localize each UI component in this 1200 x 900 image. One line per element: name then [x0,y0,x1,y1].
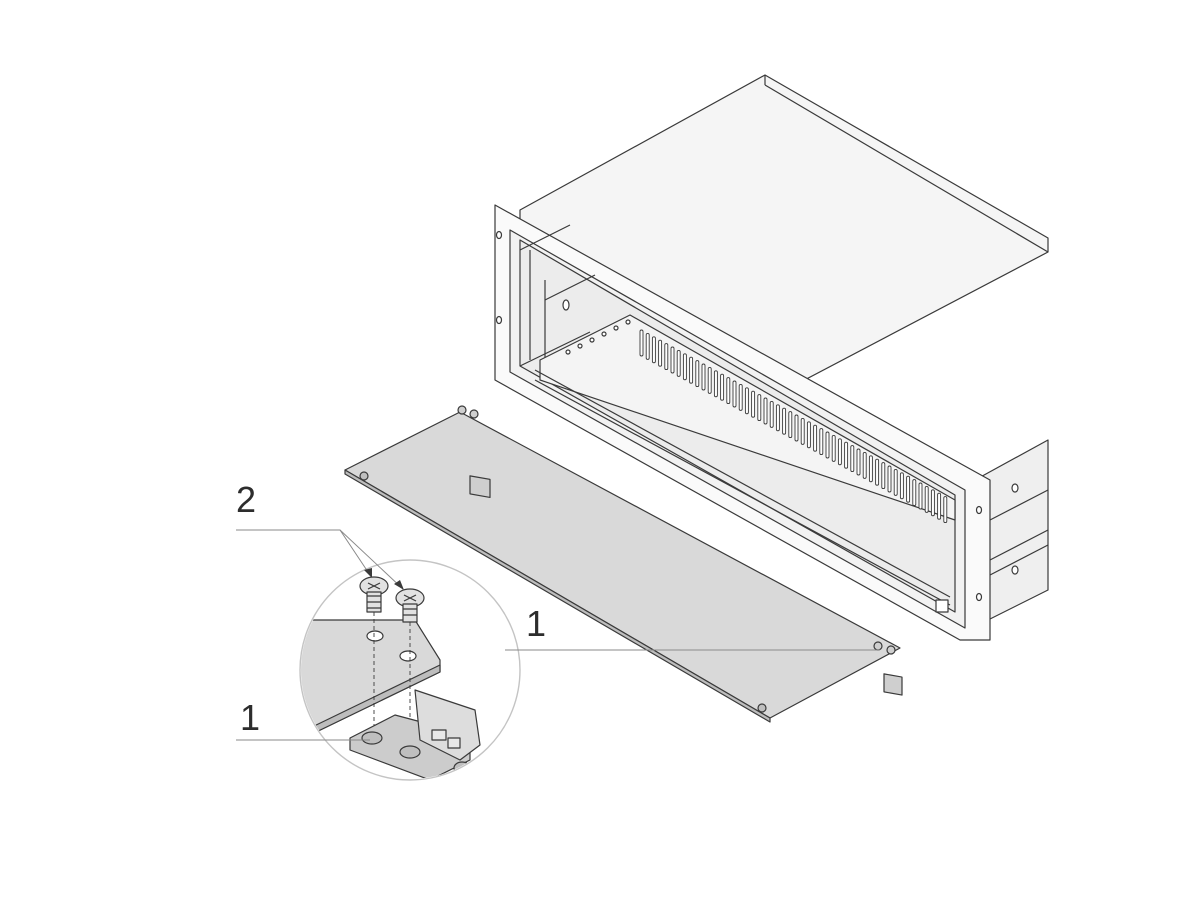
front-panel [344,405,903,723]
ventilation-slot [732,380,737,408]
ventilation-slot [682,353,687,381]
callout-number-hinge-panel: 1 [526,603,547,644]
ventilation-slot [782,407,787,435]
ventilation-slot [757,394,762,422]
ventilation-slot [713,370,718,398]
ventilation-slot [899,472,904,500]
ventilation-slot [813,424,818,452]
ventilation-slots [639,329,948,524]
ventilation-slot [670,346,675,374]
ventilation-slot [695,360,700,388]
ventilation-slot [751,390,756,418]
ventilation-slot [658,339,663,367]
ventilation-slot [707,366,712,394]
ventilation-slot [800,417,805,445]
ventilation-slot [844,441,849,469]
ventilation-slot [918,482,923,510]
ventilation-slot [887,465,892,493]
detail-hinge [349,689,481,779]
ventilation-slot [930,489,935,517]
detail-screw-left [359,576,389,613]
ventilation-slot [720,373,725,401]
ventilation-slot [676,349,681,377]
panel-hinge-top [457,405,491,499]
ventilation-slot [689,356,694,384]
panel-edge [344,469,771,723]
ventilation-slot [825,431,830,459]
detail-view [299,559,521,781]
ventilation-slot [794,414,799,442]
ventilation-slot [701,363,706,391]
ventilation-slot [906,475,911,503]
ventilation-slot [769,400,774,428]
ventilation-slot [651,336,656,364]
leader-lines [236,529,880,741]
ventilation-slot [775,404,780,432]
panel-hinge-bottom [873,641,903,696]
ventilation-slot [875,458,880,486]
ventilation-slot [881,462,886,490]
ventilation-slot [924,485,929,513]
ventilation-slot [664,343,669,371]
ventilation-slot [639,329,644,357]
ventilation-slot [738,383,743,411]
ventilation-slot [893,468,898,496]
ventilation-slot [856,448,861,476]
callout-number-hinge-detail: 1 [240,697,261,738]
subrack-housing [494,74,1049,641]
ventilation-slot [645,332,650,360]
ventilation-slot [912,479,917,507]
ventilation-slot [943,496,948,524]
ventilation-slot [763,397,768,425]
ventilation-slot [862,451,867,479]
ventilation-slot [744,387,749,415]
ventilation-slot [819,428,824,456]
ventilation-slot [806,421,811,449]
ventilation-slot [937,492,942,520]
ventilation-slot [788,411,793,439]
ventilation-slot [837,438,842,466]
ventilation-slot [868,455,873,483]
ventilation-slot [831,434,836,462]
leader-screws [236,529,373,579]
ventilation-slot [726,377,731,405]
leader-arrowheads [364,568,404,590]
ventilation-slot [850,445,855,473]
callout-number-screws: 2 [236,479,257,520]
